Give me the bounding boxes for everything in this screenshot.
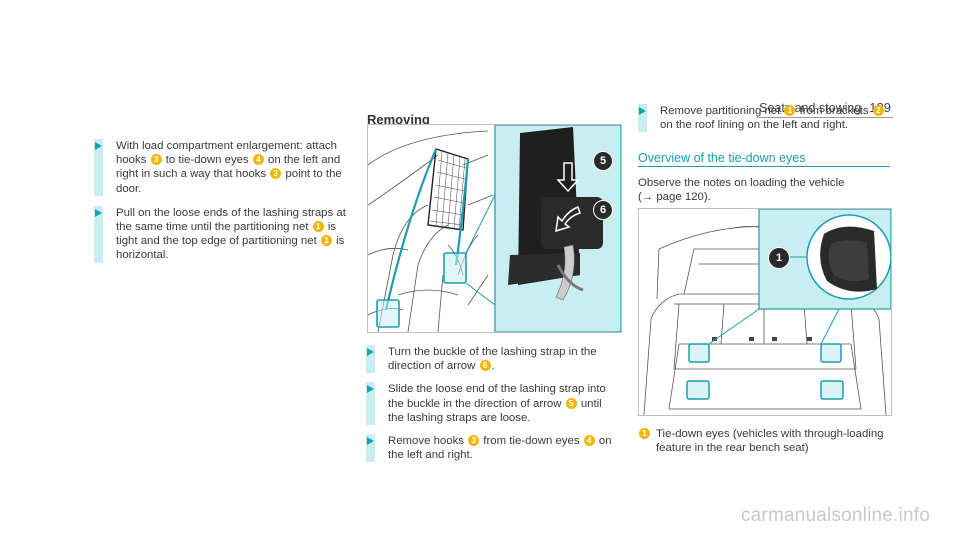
callout-5: 5: [593, 151, 613, 171]
text-line: Turn the buckle of the lashing strap in …: [388, 346, 597, 358]
step-arrow-icon: [367, 348, 374, 356]
callout-number-2: 2: [872, 105, 884, 116]
trunk-illustration: [643, 209, 891, 415]
callout-number-3: 3: [468, 435, 480, 447]
callout-number-5: 5: [565, 397, 577, 409]
text-line: right in such a way that hooks 3 point t…: [116, 168, 342, 181]
text-line: feature in the rear bench seat): [656, 442, 809, 455]
overview-rule: [638, 166, 890, 167]
text-line: the same time until the partitioning net…: [116, 221, 337, 234]
callout-number-3: 3: [270, 168, 282, 180]
callout-number-3: 3: [150, 154, 162, 166]
text-line: Remove partitioning net 1 from brackets …: [660, 104, 898, 118]
step-bar: [94, 205, 103, 263]
text-line: Tie-down eyes (vehicles with through-loa…: [656, 428, 884, 440]
text-line: Slide the loose end of the lashing strap…: [388, 383, 606, 396]
text-line: door.: [116, 182, 142, 195]
overview-heading: Overview of the tie-down eyes: [638, 151, 806, 165]
instruction-step: Slide the loose end of the lashing strap…: [366, 382, 626, 426]
step-bar: [366, 382, 375, 426]
callout-number-1: 1: [312, 221, 324, 233]
text-line: (→ page 120).: [638, 191, 711, 204]
step-arrow-icon: [95, 208, 102, 217]
column-3: Remove partitioning net 1 from brackets …: [638, 104, 898, 133]
text-line: With load compartment enlargement: attac…: [116, 140, 337, 152]
step-arrow-icon: [639, 107, 646, 115]
instruction-step: With load compartment enlargement: attac…: [94, 139, 354, 196]
text-line: the left and right.: [388, 449, 473, 462]
text-line: Remove hooks 3 from tie-down eyes 4 on: [388, 435, 612, 448]
text-line: tight and the top edge of partitioning n…: [116, 235, 345, 248]
loading-note: Observe the notes on loading the vehicle…: [638, 176, 898, 204]
text-line: Observe the notes on loading the vehicle: [638, 177, 845, 189]
column-2-steps: Turn the buckle of the lashing strap in …: [366, 345, 626, 463]
figure-legend: 1 Tie-down eyes (vehicles with through-l…: [638, 427, 898, 455]
text-line: horizontal.: [116, 249, 169, 262]
removing-heading: Removing: [367, 112, 430, 127]
step-arrow-icon: [95, 142, 102, 150]
callout-number-1: 1: [784, 105, 796, 116]
callout-number-4: 4: [583, 435, 595, 447]
text-line: Pull on the loose ends of the lashing st…: [116, 206, 346, 219]
instruction-step: Pull on the loose ends of the lashing st…: [94, 205, 354, 263]
text-line: direction of arrow 6.: [388, 360, 495, 373]
callout-1: 1: [768, 247, 790, 269]
tie-down-figure: 1: [638, 208, 892, 416]
step-bar: [366, 434, 375, 463]
step-bar: [638, 104, 647, 133]
step-arrow-icon: [367, 385, 374, 394]
text-line: on the roof lining on the left and right…: [660, 119, 849, 132]
interior-illustration: [368, 125, 621, 332]
instruction-step: Remove partitioning net 1 from brackets …: [638, 104, 898, 133]
text-line: the lashing straps are loose.: [388, 411, 531, 424]
instruction-step: Turn the buckle of the lashing strap in …: [366, 345, 626, 374]
callout-number-4: 4: [252, 154, 264, 166]
removing-figure: 5 6: [367, 124, 622, 333]
step-bar: [366, 345, 375, 374]
callout-number-1: 1: [320, 235, 332, 247]
step-arrow-icon: [367, 437, 374, 446]
callout-number-6: 6: [479, 360, 491, 372]
legend-number: 1: [639, 428, 650, 439]
text-line: the buckle in the direction of arrow 5 u…: [388, 397, 602, 410]
step-bar: [94, 139, 103, 196]
watermark: carmanualsonline.info: [740, 505, 930, 526]
text-line: hooks 3 to tie-down eyes 4 on the left a…: [116, 154, 341, 167]
column-1: With load compartment enlargement: attac…: [94, 139, 354, 263]
header-rule: [757, 117, 893, 118]
callout-6: 6: [593, 200, 613, 220]
